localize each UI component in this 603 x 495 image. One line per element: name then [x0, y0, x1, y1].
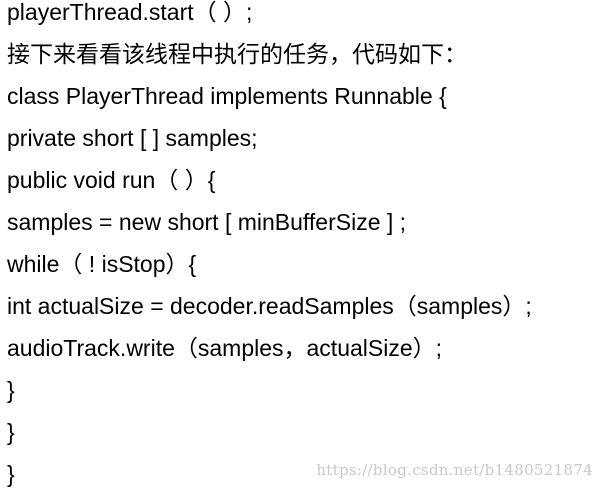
text-line: int actualSize = decoder.readSamples（sam…	[7, 293, 532, 319]
text-line: playerThread.start（ ）;	[7, 0, 253, 25]
text-line: }	[7, 377, 15, 403]
document-body: playerThread.start（ ）; 接下来看看该线程中执行的任务，代码…	[7, 0, 597, 495]
text-line: while（ ! isStop）{	[7, 251, 197, 277]
text-line: 接下来看看该线程中执行的任务，代码如下：	[7, 41, 467, 67]
text-line: audioTrack.write（samples，actualSize）;	[7, 335, 443, 361]
text-line: }	[7, 419, 15, 445]
text-line: samples = new short [ minBufferSize ] ;	[7, 209, 407, 235]
text-line: public void run（ ）{	[7, 167, 216, 193]
text-line: class PlayerThread implements Runnable {	[7, 83, 447, 109]
watermark-text: https://blog.csdn.net/b1480521874	[316, 461, 593, 479]
text-line: private short [ ] samples;	[7, 125, 258, 151]
text-line: }	[7, 461, 15, 487]
